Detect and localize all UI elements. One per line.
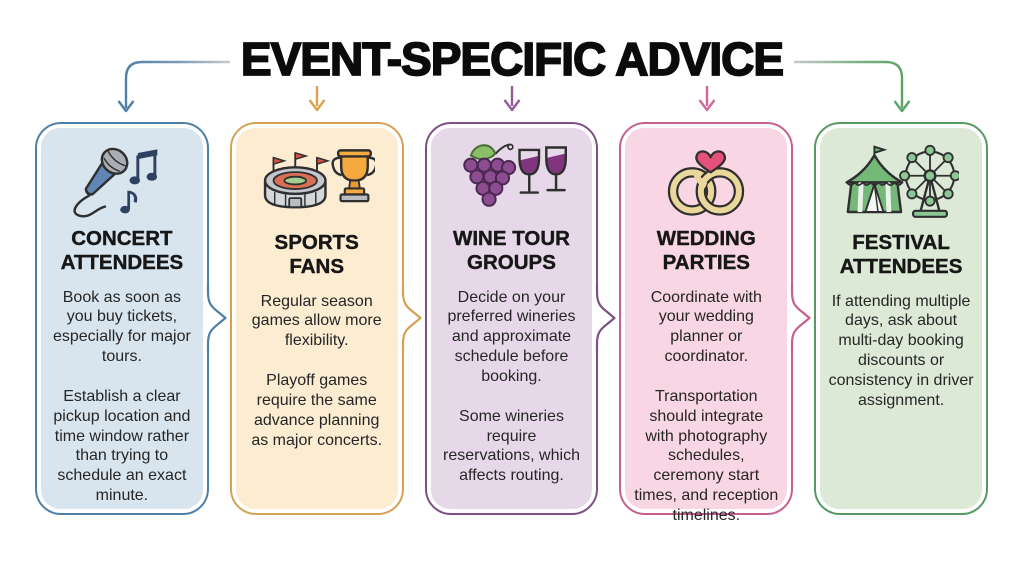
advice-paragraph: Regular season games allow more flexibil… xyxy=(251,292,382,350)
wedding-rings-and-heart-icon xyxy=(654,142,758,220)
circus-tent-and-ferris-wheel-icon xyxy=(843,142,960,224)
drop-arrow-wedding xyxy=(698,86,716,112)
right-elbow-arrow xyxy=(794,60,911,113)
card-wine-tour-groups: WINE TOUR GROUPS Decide on your preferre… xyxy=(424,122,599,515)
grapes-and-wine-glasses-icon xyxy=(455,142,568,220)
card-heading: FESTIVAL ATTENDEES xyxy=(839,231,963,278)
microphone-and-music-notes-icon xyxy=(66,142,178,220)
cards-row: CONCERT ATTENDEES Book as soon as you bu… xyxy=(35,122,988,524)
card-body: Decide on your preferred wineries and ap… xyxy=(437,288,587,506)
card-heading: CONCERT ATTENDEES xyxy=(60,227,184,274)
card-sports-fans: SPORTS FANS Regular season games allow m… xyxy=(229,122,404,515)
advice-paragraph: Establish a clear pickup location and ti… xyxy=(53,387,191,504)
advice-paragraph: Coordinate with your wedding planner or … xyxy=(650,288,762,366)
page-title: EVENT-SPECIFIC ADVICE xyxy=(240,32,785,86)
title-connector-arrows xyxy=(117,60,911,113)
left-elbow-arrow xyxy=(117,60,230,113)
drop-arrow-sports xyxy=(308,86,326,112)
advice-paragraph: Decide on your preferred wineries and ap… xyxy=(447,288,576,385)
card-body: If attending multiple days, ask about mu… xyxy=(826,292,976,431)
advice-paragraph: Transportation should integrate with pho… xyxy=(634,387,779,524)
card-wedding-parties: WEDDING PARTIES Coordinate with your wed… xyxy=(619,122,794,524)
brace-connector-2-3 xyxy=(401,284,422,352)
card-heading: WEDDING PARTIES xyxy=(656,227,756,274)
advice-paragraph: Some wineries require reservations, whic… xyxy=(443,407,580,485)
advice-paragraph: If attending multiple days, ask about mu… xyxy=(828,292,974,409)
advice-paragraph: Book as soon as you buy tickets, especia… xyxy=(52,288,191,366)
card-heading: SPORTS FANS xyxy=(274,231,359,278)
card-body: Coordinate with your wedding planner or … xyxy=(631,288,781,546)
brace-connector-1-2 xyxy=(206,284,227,352)
brace-connector-4-5 xyxy=(790,284,811,352)
stadium-and-trophy-icon xyxy=(259,142,375,224)
advice-paragraph: Playoff games require the same advance p… xyxy=(251,372,383,449)
card-heading: WINE TOUR GROUPS xyxy=(453,227,570,274)
brace-connector-3-4 xyxy=(595,284,616,352)
drop-arrow-wine xyxy=(503,86,521,112)
card-festival-attendees: FESTIVAL ATTENDEES If attending multiple… xyxy=(814,122,988,515)
card-body: Book as soon as you buy tickets, especia… xyxy=(47,288,197,526)
card-body: Regular season games allow more flexibil… xyxy=(242,292,392,471)
card-concert-attendees: CONCERT ATTENDEES Book as soon as you bu… xyxy=(35,122,209,515)
